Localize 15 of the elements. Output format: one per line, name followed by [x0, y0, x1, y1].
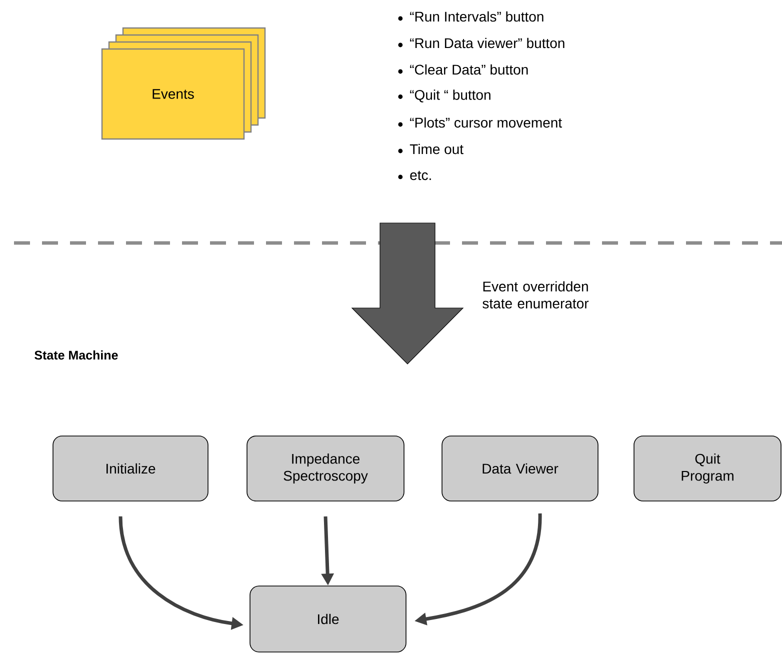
bullet-item: “Clear Data” button	[398, 64, 528, 75]
arrow-caption: Event overridden state enumerator	[482, 281, 589, 308]
state-box: Data Viewer	[442, 436, 598, 502]
bullet-item: “Run Intervals” button	[398, 11, 544, 22]
event-card-stack: Events	[101, 27, 266, 140]
state-box: Impedance Spectroscopy	[246, 436, 404, 502]
bullet-item: “Plots” cursor movement	[398, 117, 562, 128]
section-heading: State Machine	[34, 350, 118, 360]
bullet-item: etc.	[398, 170, 431, 180]
state-box: Initialize	[52, 436, 208, 502]
bullet-item: Time out	[398, 144, 464, 154]
state-box: Idle	[250, 586, 406, 652]
bullet-item: “Quit “ button	[398, 90, 490, 102]
bullet-item: “Run Data viewer” button	[398, 38, 564, 48]
state-box: Quit Program	[634, 436, 782, 502]
